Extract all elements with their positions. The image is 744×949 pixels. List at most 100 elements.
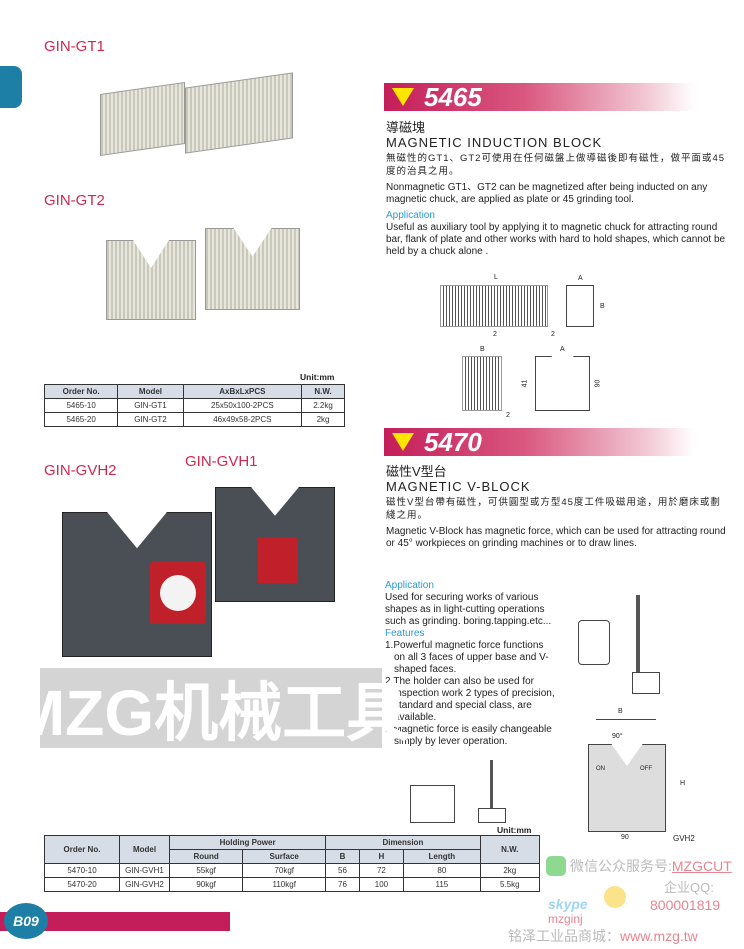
section2-application: Application Used for securing works of v…	[385, 580, 555, 748]
diagram-caption: GVH2	[673, 834, 695, 843]
dim-41: 41	[521, 379, 529, 388]
dim-B: B	[600, 303, 605, 310]
title-en: MAGNETIC INDUCTION BLOCK	[386, 135, 603, 150]
gt1-side-diagram	[566, 285, 594, 327]
gt2-side-diagram	[535, 356, 590, 411]
gt2-vblock-image	[106, 240, 196, 320]
usage-sketch-block	[578, 620, 610, 665]
column-header: Model	[119, 835, 170, 864]
qq-number: 800001819	[650, 897, 721, 913]
dim-90: 90	[621, 834, 629, 841]
dim-2: 2	[551, 331, 555, 338]
wechat-icon	[546, 856, 566, 876]
section2-text: 磁性V型台 MAGNETIC V-BLOCK 磁性V型台帶有磁性，可供圓型或方型…	[386, 464, 726, 550]
column-header: N.W.	[479, 835, 541, 864]
section-banner-5470: 5470	[384, 426, 694, 457]
shop-url: www.mzg.tw	[620, 928, 698, 944]
description-en: Nonmagnetic GT1、GT2 can be magnetized af…	[386, 182, 708, 205]
skype-id: mzginj	[548, 912, 583, 926]
dial-indicator-sketch	[410, 785, 455, 823]
table-cell: 110kgf	[242, 877, 327, 892]
table-cell: 25x50x100-2PCS	[182, 398, 303, 413]
section-tab	[0, 66, 22, 108]
table-cell: 115	[403, 877, 481, 892]
table-cell: 2kg	[301, 412, 345, 427]
table-cell: 56	[325, 863, 360, 878]
dim-2: 2	[493, 331, 497, 338]
feature-item: 2.The holder can also be used for inspec…	[385, 676, 555, 723]
dim-A: A	[560, 346, 565, 353]
table-cell: 100	[358, 877, 405, 892]
column-header: Surface	[242, 849, 327, 864]
unit-label: Unit:mm	[300, 372, 335, 382]
shop-link[interactable]: 铭泽工业品商城：www.mzg.tw	[508, 928, 698, 944]
page-number: B09	[4, 903, 48, 939]
triangle-icon	[392, 433, 414, 451]
description-cn: 無磁性的GT1、GT2可使用在任何磁盤上做導磁後即有磁性，做平面或45度的治具之…	[386, 153, 726, 177]
feature-item: 3.Magnetic force is easily changeable si…	[385, 724, 552, 747]
qq-icon	[604, 886, 626, 908]
height-gauge-base	[632, 672, 660, 694]
gt1-block-image	[185, 72, 293, 154]
table-cell: GIN-GVH2	[119, 877, 170, 892]
product-label-gt2: GIN-GT2	[44, 192, 105, 209]
application-heading: Application	[386, 210, 435, 221]
column-header: B	[325, 849, 360, 864]
section-banner-5465: 5465	[384, 82, 694, 112]
gt2-vblock-image	[205, 228, 300, 310]
triangle-icon	[392, 88, 414, 106]
dim-L: L	[494, 274, 498, 281]
product-label-gvh2: GIN-GVH2	[44, 462, 117, 479]
table-cell: GIN-GVH1	[119, 863, 170, 878]
column-header: H	[358, 849, 405, 864]
product-label-gvh1: GIN-GVH1	[185, 453, 258, 470]
text: 铭泽工业品商城：	[508, 928, 620, 944]
table-cell: 76	[325, 877, 360, 892]
dim-line	[596, 719, 656, 720]
application-heading: Application	[385, 580, 434, 591]
table-cell: 70kgf	[242, 863, 327, 878]
column-header: Length	[403, 849, 481, 864]
col-header: AxBxLxPCS	[182, 384, 303, 399]
wechat-contact: 微信公众服务号:MZGCUT	[570, 858, 732, 874]
description-en: Magnetic V-Block has magnetic force, whi…	[386, 526, 726, 549]
table-cell: 2.2kg	[301, 398, 345, 413]
feature-item: 1.Powerful magnetic force functions on a…	[385, 640, 549, 675]
col-header: N.W.	[301, 384, 345, 399]
column-header: Holding Power	[168, 835, 327, 850]
table-cell: 5465-20	[43, 412, 119, 427]
title-cn: 磁性V型台	[386, 464, 447, 479]
table-cell: 5.5kg	[479, 877, 541, 892]
indicator-stand-sketch	[490, 760, 493, 815]
indicator-stand-base	[478, 808, 506, 823]
product-code: 5470	[424, 426, 482, 457]
table-cell: GIN-GT2	[117, 412, 184, 427]
page-footer-bar	[0, 912, 230, 931]
table-cell: 90kgf	[168, 877, 244, 892]
on-label: ON	[596, 766, 605, 772]
watermark: MZG机械工具	[12, 668, 410, 749]
dim-A: A	[578, 275, 583, 282]
dim-2: 2	[506, 412, 510, 419]
column-header: Order No.	[44, 835, 120, 864]
col-header: Order No.	[43, 384, 119, 399]
dim-H: H	[680, 780, 686, 787]
title-cn: 導磁塊	[386, 120, 426, 135]
dim-angle: 90°	[612, 733, 623, 740]
gt1-front-diagram	[440, 285, 548, 327]
description-cn: 磁性V型台帶有磁性，可供圓型或方型45度工件吸磁用途，用於磨床或劃綫之用。	[386, 497, 721, 521]
table-cell: 72	[358, 863, 405, 878]
dim-90: 90	[594, 379, 602, 388]
dim-B: B	[480, 346, 485, 353]
gt2-front-diagram	[462, 356, 502, 411]
